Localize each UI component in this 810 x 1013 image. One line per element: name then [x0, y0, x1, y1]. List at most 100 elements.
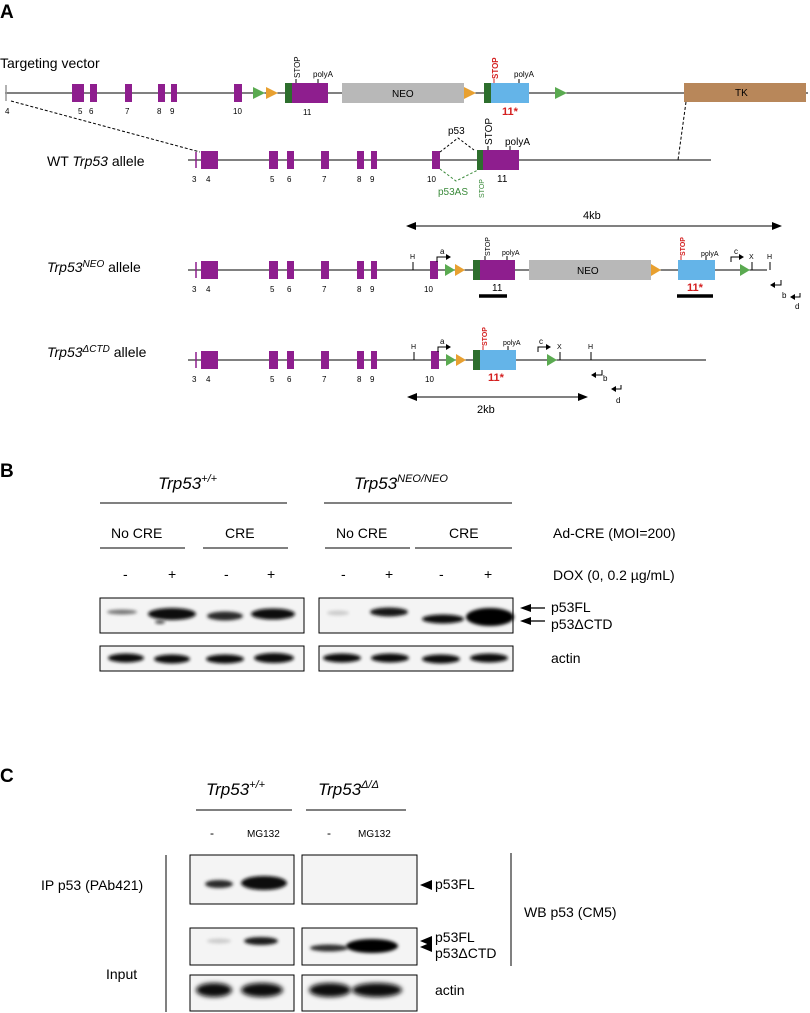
exon-label: 8: [357, 175, 362, 184]
stop-label-green: STOP: [479, 179, 486, 198]
exon-label: 9: [370, 375, 375, 384]
exon-11-box: [292, 83, 328, 103]
blot-p53-right: [318, 597, 514, 634]
blot-input-right: [301, 927, 418, 966]
actin-label: actin: [435, 982, 465, 998]
exon-box: [431, 351, 439, 369]
size-bar-2kb: 2kb: [407, 393, 588, 416]
frt-site: [266, 87, 278, 99]
blot-actin-right: [318, 645, 514, 672]
lane-label: -: [341, 566, 346, 582]
exon-box: [357, 261, 364, 279]
primer-a: a: [440, 337, 445, 346]
exon-11-star-box: [480, 350, 516, 370]
primer-d: d: [795, 302, 799, 311]
lane-label: -: [224, 566, 229, 582]
band-arrow-icon: [420, 880, 432, 890]
exon-label: 4: [206, 375, 211, 384]
blot-actin-left: [99, 645, 305, 672]
homology-arm-line: [10, 100, 201, 153]
exon-label: 5: [270, 175, 275, 184]
size-bar-4kb: 4kb: [406, 210, 782, 230]
exon-box: [432, 151, 440, 169]
loxp-site: [253, 87, 265, 99]
polya-label: polyA: [313, 70, 334, 79]
exon-label: 5: [270, 375, 275, 384]
neo-cassette: [529, 260, 651, 280]
neo-allele-label: Trp53NEO allele: [47, 259, 141, 275]
polya-label: polyA: [502, 250, 520, 257]
actin-label: actin: [551, 650, 581, 666]
hindiii-site: H: [411, 344, 416, 351]
polya-label: polyA: [505, 137, 530, 148]
neo-label: NEO: [577, 266, 599, 277]
blot-ip-right: [301, 854, 418, 905]
lane-label: MG132: [247, 829, 280, 840]
loxp-site: [555, 87, 567, 99]
exon-box: [287, 151, 294, 169]
exon-box: [371, 261, 377, 279]
polya-label: polyA: [701, 251, 719, 258]
exon-label: 6: [287, 375, 292, 384]
exon-box: [125, 84, 132, 102]
exon-label: 11: [492, 283, 503, 294]
input-label: Input: [106, 966, 137, 982]
primer-a: a: [440, 247, 445, 256]
stop-label-red: STOP: [680, 237, 687, 256]
adcre-label: Ad-CRE (MOI=200): [553, 525, 676, 541]
exon-label: 9: [370, 285, 375, 294]
stop-cassette: [484, 83, 491, 103]
exon-box: [371, 351, 377, 369]
dox-label: DOX (0, 0.2 µg/mL): [553, 567, 675, 583]
no-cre-label: No CRE: [111, 525, 162, 541]
wt-allele-map: p53 p53AS STOP STOP polyA 3 4 5 6 7 8 9 …: [188, 118, 711, 198]
hindiii-site: H: [767, 254, 772, 261]
exon-box: [371, 151, 377, 169]
p53fl-label: p53FL: [435, 876, 475, 892]
exon-11-star-label: 11*: [502, 106, 519, 118]
exon-label: 4: [5, 107, 10, 116]
exon-label: 10: [424, 285, 433, 294]
polya-label: polyA: [514, 70, 535, 79]
polya-label: polyA: [503, 340, 521, 347]
exon-box: [158, 84, 165, 102]
frt-site: [456, 354, 466, 366]
exon-label: 7: [125, 107, 130, 116]
tk-label: TK: [735, 88, 748, 99]
exon-label: 9: [170, 107, 175, 116]
lane-label: +: [385, 566, 393, 582]
stop-label: STOP: [293, 56, 302, 78]
stop-label: STOP: [484, 118, 495, 145]
exon-label: 10: [427, 175, 436, 184]
blot-p53-left: [99, 597, 305, 634]
exon-box: [357, 351, 364, 369]
wb-label: WB p53 (CM5): [524, 904, 617, 920]
exon-label: 3: [192, 175, 197, 184]
size-2kb-label: 2kb: [477, 404, 495, 416]
xbai-site: X: [749, 254, 754, 261]
loxp-site: [446, 354, 456, 366]
exon-box: [269, 151, 278, 169]
panel-label-b: B: [0, 461, 14, 482]
primer-b: b: [782, 291, 787, 300]
lane-label: MG132: [358, 829, 391, 840]
genotype-wt-label: Trp53+/+: [158, 473, 218, 493]
stop-cassette: [285, 83, 292, 103]
panel-label-c: C: [0, 766, 14, 787]
ctd-allele-map: H a STOP polyA c X H b d 3 4 5 6 7 8 9 1…: [188, 327, 706, 405]
primer-d: d: [616, 396, 620, 405]
wt-allele-label: WT Trp53 allele: [47, 153, 145, 169]
p53-label: p53: [448, 126, 465, 137]
hindiii-site: H: [588, 344, 593, 351]
exon-label: 6: [287, 175, 292, 184]
exon-11-star-label: 11*: [488, 372, 505, 384]
exon-label: 7: [322, 375, 327, 384]
p53as-label: p53AS: [438, 187, 468, 198]
blot-input-left: [189, 927, 295, 966]
exon-box: [201, 351, 218, 369]
exon-label: 11: [497, 174, 508, 185]
loxp-site: [445, 264, 455, 276]
exon-label: 11: [303, 108, 312, 117]
stop-label: STOP: [485, 237, 492, 256]
